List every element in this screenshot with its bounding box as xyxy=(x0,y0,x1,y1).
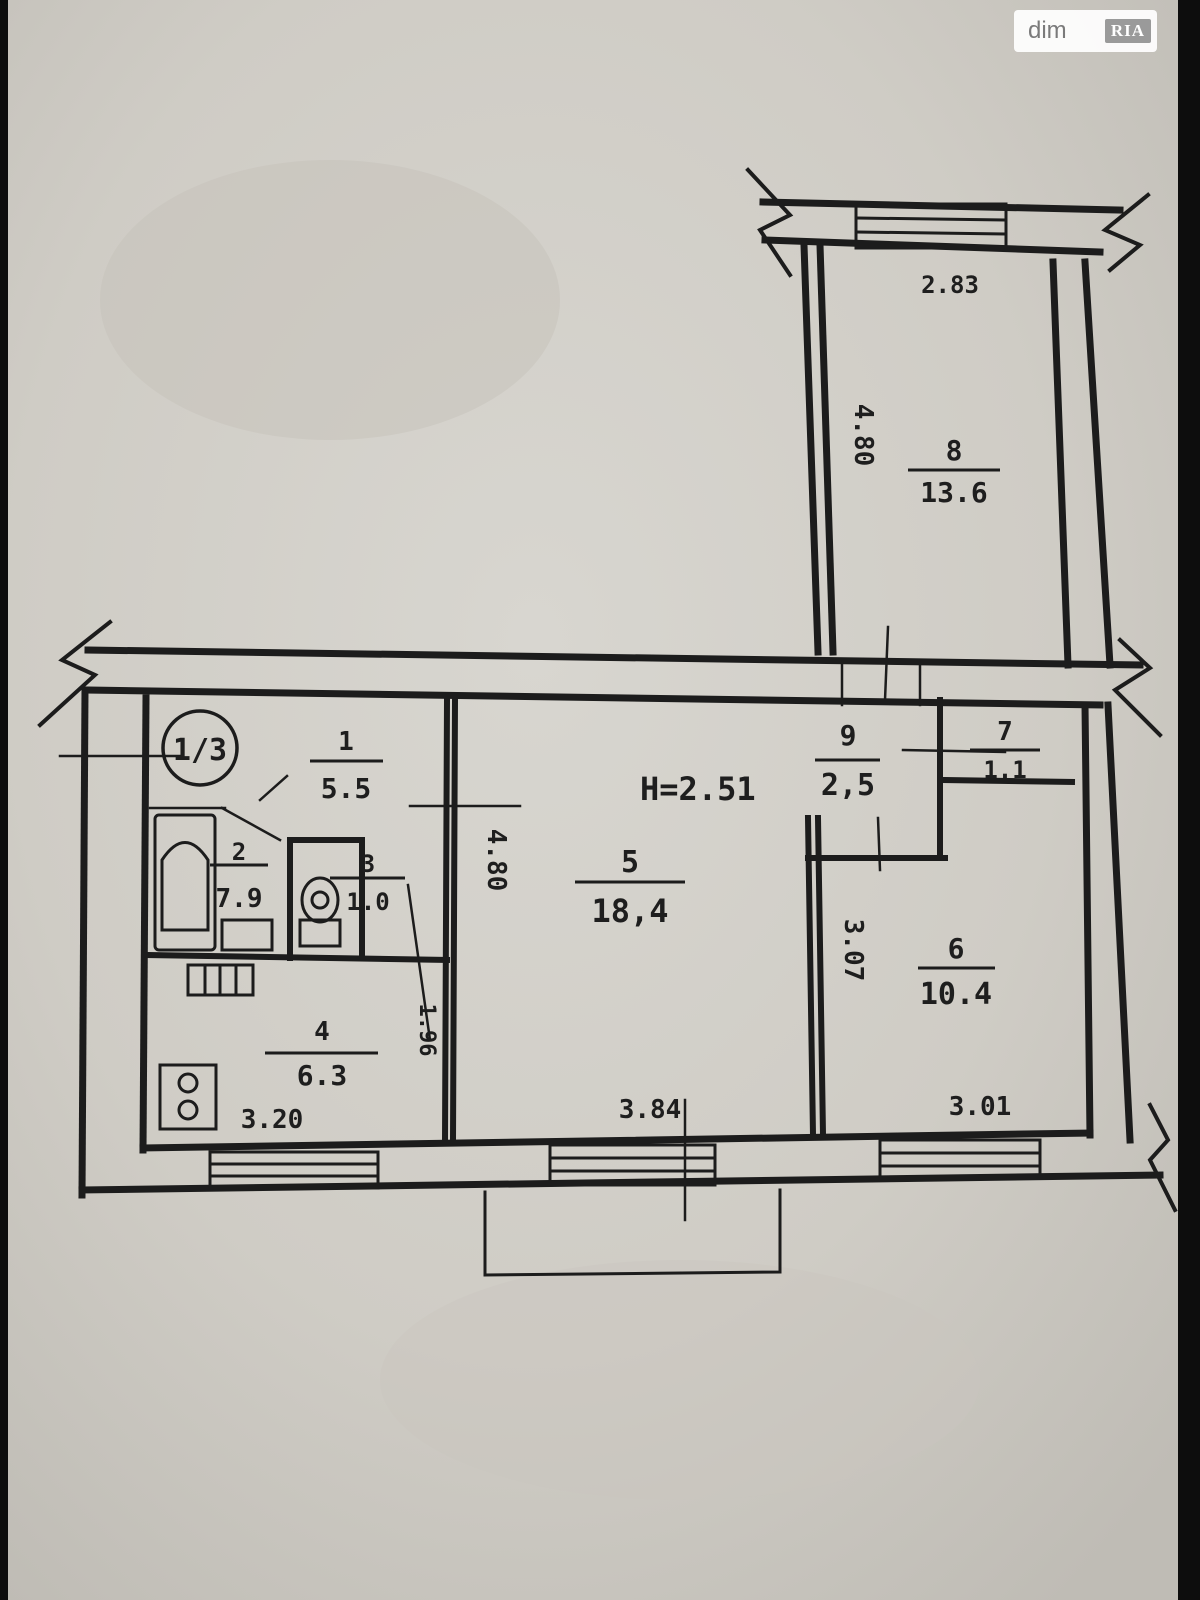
circle-marker xyxy=(161,709,239,787)
dim-room8-width: 2.83 xyxy=(921,271,979,299)
dim-room5-depth: 4.80 xyxy=(481,829,511,892)
room-5-area: 18,4 xyxy=(591,892,668,930)
stove-fixture xyxy=(158,1063,218,1131)
bathtub-fixture xyxy=(153,813,217,952)
room-4-area: 6.3 xyxy=(297,1059,348,1092)
fraction-bars xyxy=(210,468,1040,1055)
room-2-number: 2 xyxy=(232,838,246,866)
dim-ria-watermark: dim RIA xyxy=(1014,10,1157,52)
plan-labels: 1/3 H=2.51 1 5.5 2 7.9 3 1.0 4 6.3 5 18,… xyxy=(173,271,1027,1135)
room-8-window xyxy=(854,202,1008,250)
dim-room6-width: 3.01 xyxy=(949,1092,1012,1122)
toilet-fixture xyxy=(298,876,342,948)
circle-label: 1/3 xyxy=(173,733,227,768)
dim-room5-width: 3.84 xyxy=(619,1095,682,1125)
interior-walls xyxy=(144,696,1076,1144)
dim-room6-depth: 3.07 xyxy=(838,919,868,982)
dim-room8-length: 4.80 xyxy=(848,404,878,467)
dim-kitchen-depth: 1.96 xyxy=(414,1004,439,1057)
room-8-area: 13.6 xyxy=(920,476,987,509)
room-7-area: 1.1 xyxy=(983,756,1026,784)
room-9-number: 9 xyxy=(840,719,857,752)
bottom-windows xyxy=(208,1138,1042,1190)
balcony-slab xyxy=(483,1188,782,1277)
room-6-number: 6 xyxy=(948,932,965,965)
dim-kitchen-width: 3.20 xyxy=(241,1105,304,1135)
room-3-number: 3 xyxy=(361,850,375,878)
paper-stain xyxy=(100,160,560,440)
room-3-area: 1.0 xyxy=(346,888,389,916)
watermark-badge: RIA xyxy=(1104,19,1151,43)
room-8-number: 8 xyxy=(946,434,963,467)
room-9-area: 2,5 xyxy=(821,768,875,803)
watermark-brand: dim xyxy=(1028,17,1067,44)
room-6-area: 10.4 xyxy=(920,977,992,1012)
door-marks xyxy=(58,625,1007,1222)
room-7-number: 7 xyxy=(997,717,1013,747)
wall-break-marks xyxy=(37,167,1178,1213)
room-8-walls xyxy=(759,198,1124,669)
room-1-number: 1 xyxy=(338,727,354,757)
room-4-number: 4 xyxy=(314,1017,330,1047)
room-5-number: 5 xyxy=(621,845,639,880)
room-1-area: 5.5 xyxy=(321,772,372,805)
paper-stain xyxy=(380,1260,980,1500)
room-2-area: 7.9 xyxy=(216,884,263,914)
ceiling-height: H=2.51 xyxy=(640,770,756,808)
sink-fixture xyxy=(186,918,274,997)
